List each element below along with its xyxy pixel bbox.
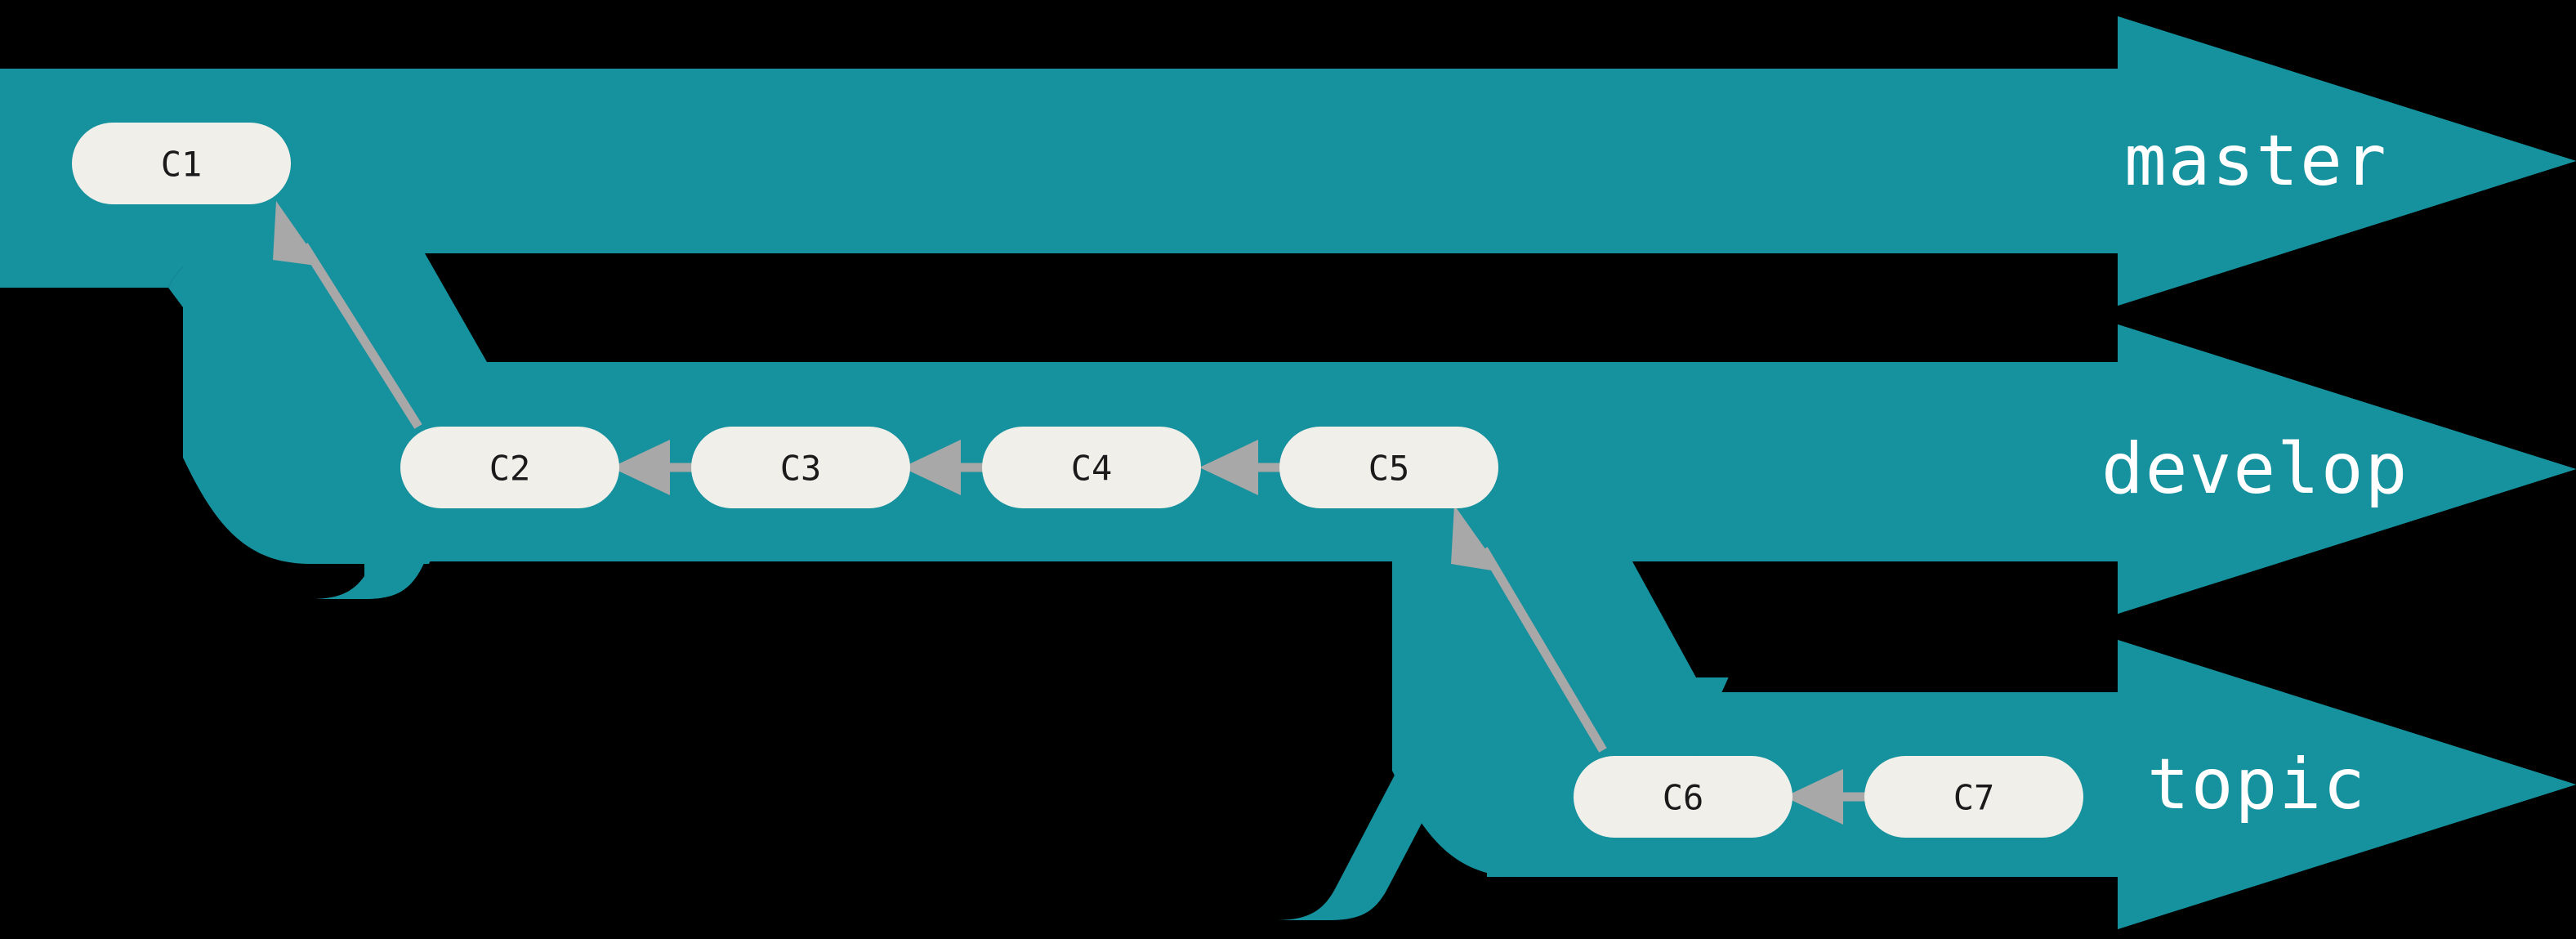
commit-c3-label: C3: [780, 449, 822, 489]
commit-c2-label: C2: [489, 449, 531, 489]
develop-arrow-head-top: [2118, 324, 2576, 614]
branch-label-topic: topic: [2147, 744, 2367, 825]
commit-node-c7[interactable]: C7: [1864, 756, 2083, 838]
edge-c6-c5: [1480, 547, 1607, 753]
commit-node-c3[interactable]: C3: [691, 427, 910, 508]
commit-c3-box: [691, 427, 910, 508]
notch-master-develop: [425, 253, 2118, 362]
notch-develop-topic: [1632, 561, 2118, 677]
master-arrow-head-top: [2118, 16, 2576, 306]
commit-node-c5[interactable]: C5: [1279, 427, 1498, 508]
commit-c6-box: [1574, 756, 1792, 838]
commit-node-c2[interactable]: C2: [400, 427, 619, 508]
edge-c5-c4-head: [1199, 440, 1258, 495]
commit-c7-label: C7: [1953, 778, 1995, 818]
commit-c5-box: [1279, 427, 1498, 508]
commit-node-c4[interactable]: C4: [982, 427, 1201, 508]
commit-c4-label: C4: [1071, 449, 1113, 489]
commit-c1-label: C1: [161, 145, 203, 185]
edge-c4-c3-head: [902, 440, 961, 495]
commit-node-c1[interactable]: C1: [72, 123, 291, 204]
edge-c3-c2-head: [611, 440, 670, 495]
commit-edges: [273, 201, 1881, 825]
commit-c7-box: [1864, 756, 2083, 838]
edge-c2-c1-head: [273, 201, 322, 266]
commit-node-c6[interactable]: C6: [1574, 756, 1792, 838]
branch-label-master: master: [2124, 120, 2388, 202]
branch-label-develop: develop: [2101, 428, 2409, 510]
commit-c2-box: [400, 427, 619, 508]
edge-c7-c6-head: [1784, 769, 1843, 825]
commit-c1-box: [72, 123, 291, 204]
commit-c5-label: C5: [1368, 449, 1410, 489]
topic-arrow-head-top: [2118, 640, 2576, 929]
master-band-rect: [0, 69, 2118, 253]
edge-c6-c5-head: [1451, 505, 1502, 572]
edge-c2-c1: [300, 243, 422, 429]
commit-c6-label: C6: [1663, 778, 1704, 818]
commit-c4-box: [982, 427, 1201, 508]
